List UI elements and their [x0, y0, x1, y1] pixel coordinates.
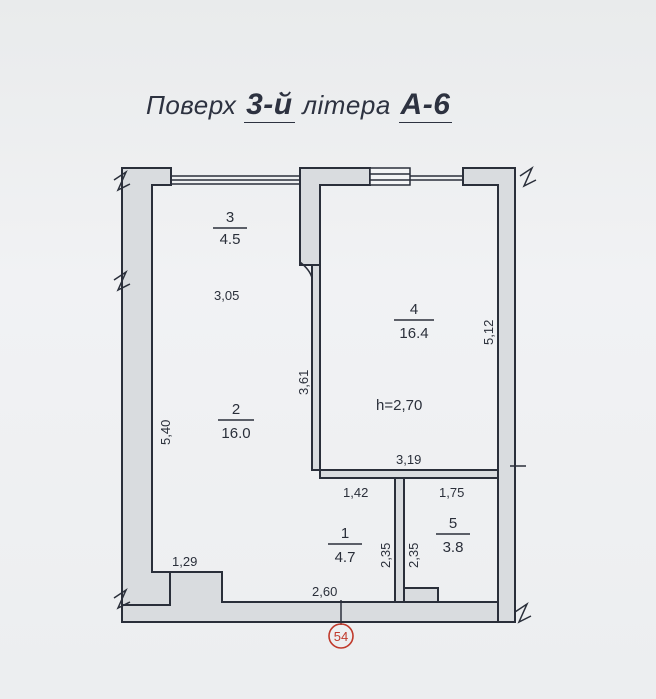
room4-area: 16.4 [399, 325, 428, 342]
title-prefix: Поверх [146, 90, 237, 120]
wall-center-top [299, 167, 371, 266]
dim-1-29: 1,29 [172, 554, 197, 569]
wall-right [462, 167, 516, 623]
axis-stamp: 54 [328, 623, 354, 649]
break-mark-bottom-left [113, 587, 131, 610]
dim-5-12: 5,12 [481, 320, 496, 345]
page-title: Поверх 3-й літера А-6 [146, 88, 453, 123]
room1-area: 4.7 [335, 549, 356, 566]
wall-horizontal [319, 469, 499, 479]
wall-room5-bottom [403, 587, 439, 603]
ceiling-height: h=2,70 [376, 397, 422, 414]
dim-5-40: 5,40 [158, 420, 173, 445]
break-mark-left [113, 269, 131, 292]
dim-2-35-right: 2,35 [406, 543, 421, 568]
title-letter: А-6 [398, 88, 453, 123]
room3-number: 3 [226, 209, 234, 226]
room2-area: 16.0 [221, 425, 250, 442]
room2-number: 2 [232, 401, 240, 418]
break-mark-top-right [519, 165, 537, 188]
dim-3-05: 3,05 [214, 288, 239, 303]
dim-1-42: 1,42 [343, 485, 368, 500]
wall-between-1-5 [394, 477, 405, 603]
dim-1-75: 1,75 [439, 485, 464, 500]
title-floor: 3-й [244, 88, 295, 123]
window-right [369, 167, 411, 186]
dim-2-35-left: 2,35 [378, 543, 393, 568]
dim-3-19: 3,19 [396, 452, 421, 467]
title-middle: літера [302, 90, 391, 120]
break-mark-top-left [113, 169, 131, 192]
room1-number: 1 [341, 525, 349, 542]
axis-stamp-number: 54 [334, 629, 348, 644]
room4-number: 4 [410, 301, 418, 318]
dim-2-60: 2,60 [312, 584, 337, 599]
room3-area: 4.5 [220, 231, 241, 248]
room5-area: 3.8 [443, 539, 464, 556]
wall-center [311, 264, 321, 471]
door-marker [299, 261, 313, 279]
room5-number: 5 [449, 515, 457, 532]
wall-left [121, 167, 172, 606]
dim-3-61: 3,61 [296, 370, 311, 395]
break-mark-bottom-right [514, 601, 532, 624]
